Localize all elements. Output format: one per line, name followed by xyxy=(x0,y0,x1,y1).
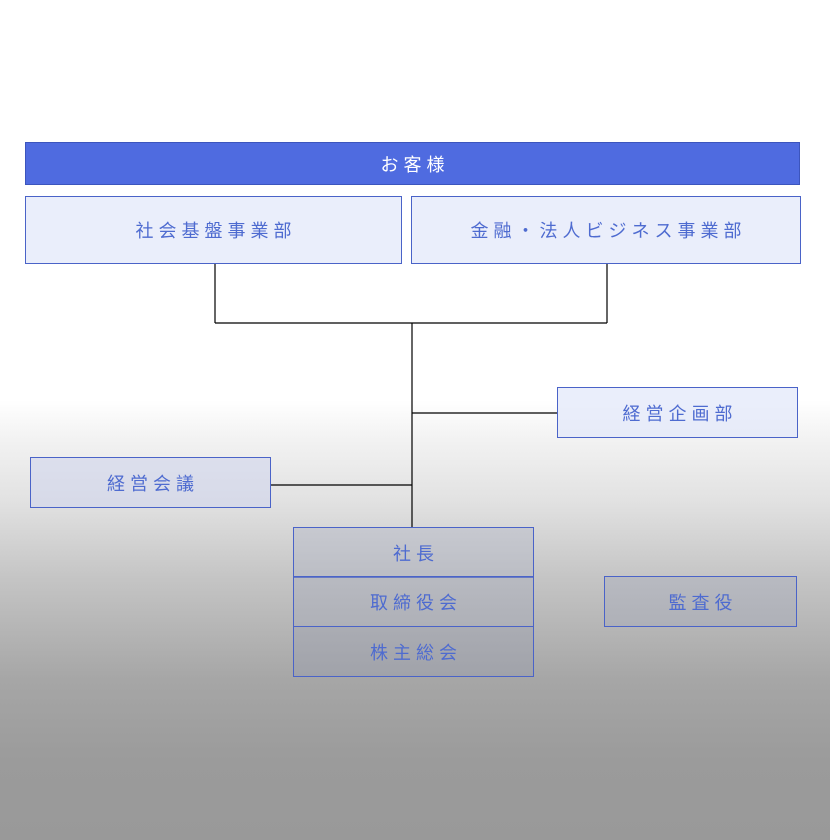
dept-social-infrastructure-label: 社会基盤事業部 xyxy=(135,221,297,242)
management-meeting-box: 経営会議 xyxy=(30,457,271,508)
customer-label: お客様 xyxy=(380,154,450,176)
auditor-label: 監査役 xyxy=(668,592,738,614)
dept-finance-corporate-label: 金融・法人ビジネス事業部 xyxy=(470,221,747,242)
shareholders-meeting-box: 株主総会 xyxy=(293,626,534,677)
president-label: 社長 xyxy=(393,543,439,565)
corporate-planning-label: 経営企画部 xyxy=(622,403,738,425)
auditor-box: 監査役 xyxy=(604,576,797,627)
dept-finance-corporate-box: 金融・法人ビジネス事業部 xyxy=(411,196,801,264)
management-meeting-label: 経営会議 xyxy=(107,473,199,495)
customer-banner: お客様 xyxy=(25,142,800,185)
shareholders-meeting-label: 株主総会 xyxy=(370,642,462,664)
board-of-directors-label: 取締役会 xyxy=(370,592,462,614)
president-box: 社長 xyxy=(293,527,534,578)
corporate-planning-box: 経営企画部 xyxy=(557,387,798,438)
board-of-directors-box: 取締役会 xyxy=(293,576,534,627)
dept-social-infrastructure-box: 社会基盤事業部 xyxy=(25,196,402,264)
